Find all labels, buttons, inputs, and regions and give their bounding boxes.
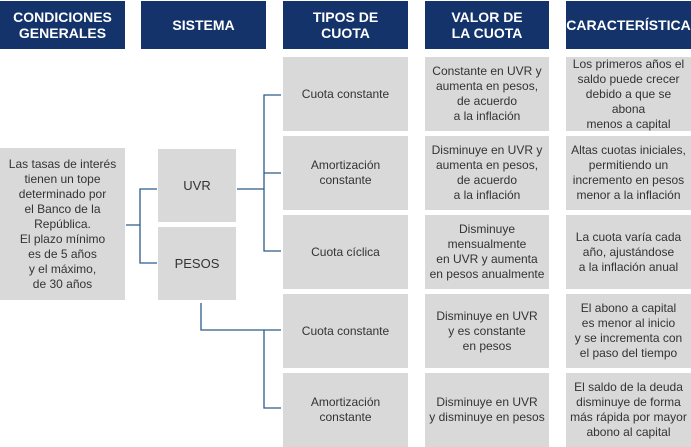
valor-cuota-box: Disminuye mensualmente en UVR y aumenta …: [425, 215, 549, 289]
sistema-uvr-box: UVR: [158, 149, 236, 222]
caracteristica-box: El saldo de la deuda disminuye de forma …: [566, 373, 691, 447]
valor-cuota-box: Disminuye en UVR y disminuye en pesos: [425, 373, 549, 447]
tipo-cuota-box: Amortización constante: [283, 136, 408, 210]
caracteristica-box: Los primeros años el saldo puede crecer …: [566, 57, 691, 131]
header-sistema: SISTEMA: [141, 1, 266, 49]
header-valor-cuota: VALOR DE LA CUOTA: [425, 1, 549, 49]
caracteristica-box: Altas cuotas iniciales, permitiendo un i…: [566, 136, 691, 210]
caracteristica-box: El abono a capital es menor al inicio y …: [566, 294, 691, 368]
tipo-cuota-box: Amortización constante: [283, 373, 408, 447]
valor-cuota-box: Constante en UVR y aumenta en pesos, de …: [425, 57, 549, 131]
header-condiciones: CONDICIONES GENERALES: [0, 1, 125, 49]
sistema-pesos-box: PESOS: [158, 227, 236, 300]
condiciones-box: Las tasas de interés tienen un tope dete…: [0, 148, 125, 300]
header-tipos-cuota: TIPOS DE CUOTA: [283, 1, 408, 49]
tipo-cuota-box: Cuota constante: [283, 57, 408, 131]
tipo-cuota-box: Cuota cíclica: [283, 215, 408, 289]
tipo-cuota-box: Cuota constante: [283, 294, 408, 368]
valor-cuota-box: Disminuye en UVR y aumenta en pesos, de …: [425, 136, 549, 210]
caracteristica-box: La cuota varía cada año, ajustándose a l…: [566, 215, 691, 289]
valor-cuota-box: Disminuye en UVR y es constante en pesos: [425, 294, 549, 368]
header-caracteristica: CARACTERÍSTICA: [566, 1, 691, 49]
